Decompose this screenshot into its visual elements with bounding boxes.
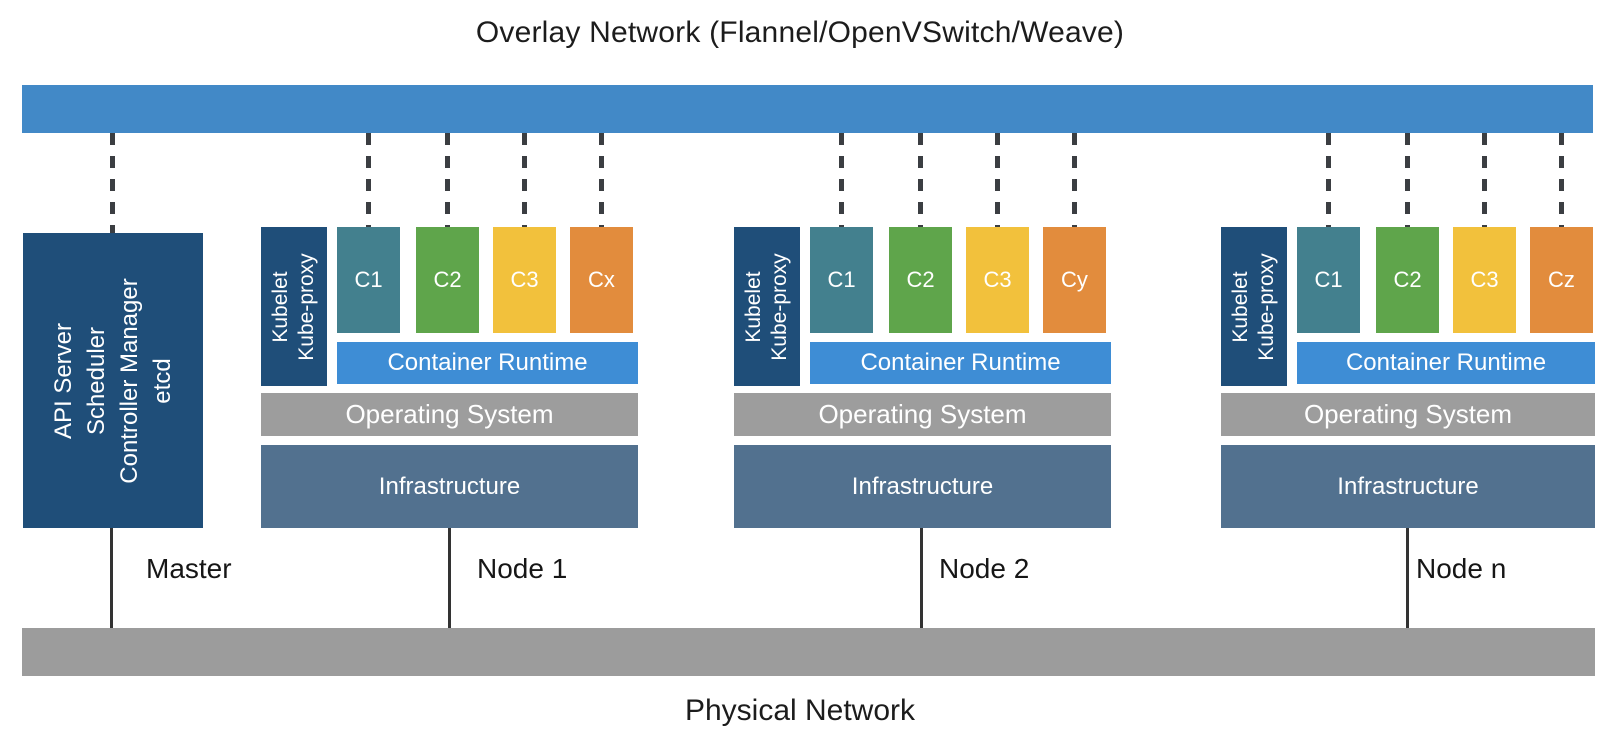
master-components: API Server Scheduler Controller Manager … <box>47 233 179 528</box>
node-1-label: Node 1 <box>477 553 568 584</box>
kubelet-box: Kubelet Kube-proxy <box>734 227 800 386</box>
kube-proxy-label: Kube-proxy <box>768 252 791 361</box>
node-group-n: Kubelet Kube-proxy C1 C2 C3 Cz Container… <box>1221 227 1595 528</box>
container-box: Cx <box>570 227 633 333</box>
dashed-connector <box>445 133 450 227</box>
master-box: API Server Scheduler Controller Manager … <box>23 233 203 528</box>
kubelet-label: Kubelet <box>269 270 292 343</box>
node-n-label: Node n <box>1416 553 1507 584</box>
connector-line-noden <box>1406 528 1409 628</box>
container-box: Cy <box>1043 227 1106 333</box>
dashed-connector <box>1559 133 1564 227</box>
operating-system-bar: Operating System <box>1221 393 1595 436</box>
container-box: C2 <box>1376 227 1439 333</box>
dashed-connector <box>1482 133 1487 227</box>
kubelet-labels: Kubelet Kube-proxy <box>741 227 793 386</box>
connector-line-node1 <box>448 528 451 628</box>
dashed-connector <box>839 133 844 227</box>
operating-system-bar: Operating System <box>734 393 1111 436</box>
kubelet-labels: Kubelet Kube-proxy <box>268 227 320 386</box>
dashed-connector <box>1072 133 1077 227</box>
dashed-connector-master <box>110 133 115 233</box>
container-box: C1 <box>810 227 873 333</box>
kubelet-label: Kubelet <box>1229 270 1252 343</box>
container-box: C2 <box>889 227 952 333</box>
container-box: Cz <box>1530 227 1593 333</box>
container-box: C1 <box>1297 227 1360 333</box>
dashed-connector <box>995 133 1000 227</box>
container-box: C2 <box>416 227 479 333</box>
master-label: Master <box>146 553 232 584</box>
node-group-2: Kubelet Kube-proxy C1 C2 C3 Cy Container… <box>734 227 1111 528</box>
container-box: C1 <box>337 227 400 333</box>
kube-proxy-label: Kube-proxy <box>295 252 318 361</box>
node-group-1: Kubelet Kube-proxy C1 C2 C3 Cx Container… <box>261 227 638 528</box>
dashed-connector <box>918 133 923 227</box>
container-runtime-bar: Container Runtime <box>337 342 638 384</box>
dashed-connector <box>366 133 371 227</box>
dashed-connector <box>1405 133 1410 227</box>
overlay-network-bar <box>22 85 1593 133</box>
kube-proxy-label: Kube-proxy <box>1255 252 1278 361</box>
node-2-label: Node 2 <box>939 553 1030 584</box>
kubelet-box: Kubelet Kube-proxy <box>261 227 327 386</box>
kubelet-labels: Kubelet Kube-proxy <box>1228 227 1280 386</box>
container-box: C3 <box>966 227 1029 333</box>
dashed-connector <box>522 133 527 227</box>
connector-line-master <box>110 528 113 628</box>
container-box: C3 <box>493 227 556 333</box>
kubelet-box: Kubelet Kube-proxy <box>1221 227 1287 386</box>
container-box: C3 <box>1453 227 1516 333</box>
container-runtime-bar: Container Runtime <box>810 342 1111 384</box>
overlay-network-title: Overlay Network (Flannel/OpenVSwitch/Wea… <box>475 16 1125 49</box>
infrastructure-bar: Infrastructure <box>261 445 638 528</box>
physical-network-bar <box>22 628 1595 676</box>
master-component-label: Scheduler <box>83 326 110 435</box>
kubelet-label: Kubelet <box>742 270 765 343</box>
physical-network-label: Physical Network <box>684 694 916 727</box>
dashed-connector <box>1326 133 1331 227</box>
infrastructure-bar: Infrastructure <box>734 445 1111 528</box>
connector-line-node2 <box>920 528 923 628</box>
operating-system-bar: Operating System <box>261 393 638 436</box>
dashed-connector <box>599 133 604 227</box>
container-runtime-bar: Container Runtime <box>1297 342 1595 384</box>
master-component-label: API Server <box>50 322 77 439</box>
master-component-label: Controller Manager <box>116 277 143 484</box>
master-component-label: etcd <box>149 357 176 404</box>
infrastructure-bar: Infrastructure <box>1221 445 1595 528</box>
